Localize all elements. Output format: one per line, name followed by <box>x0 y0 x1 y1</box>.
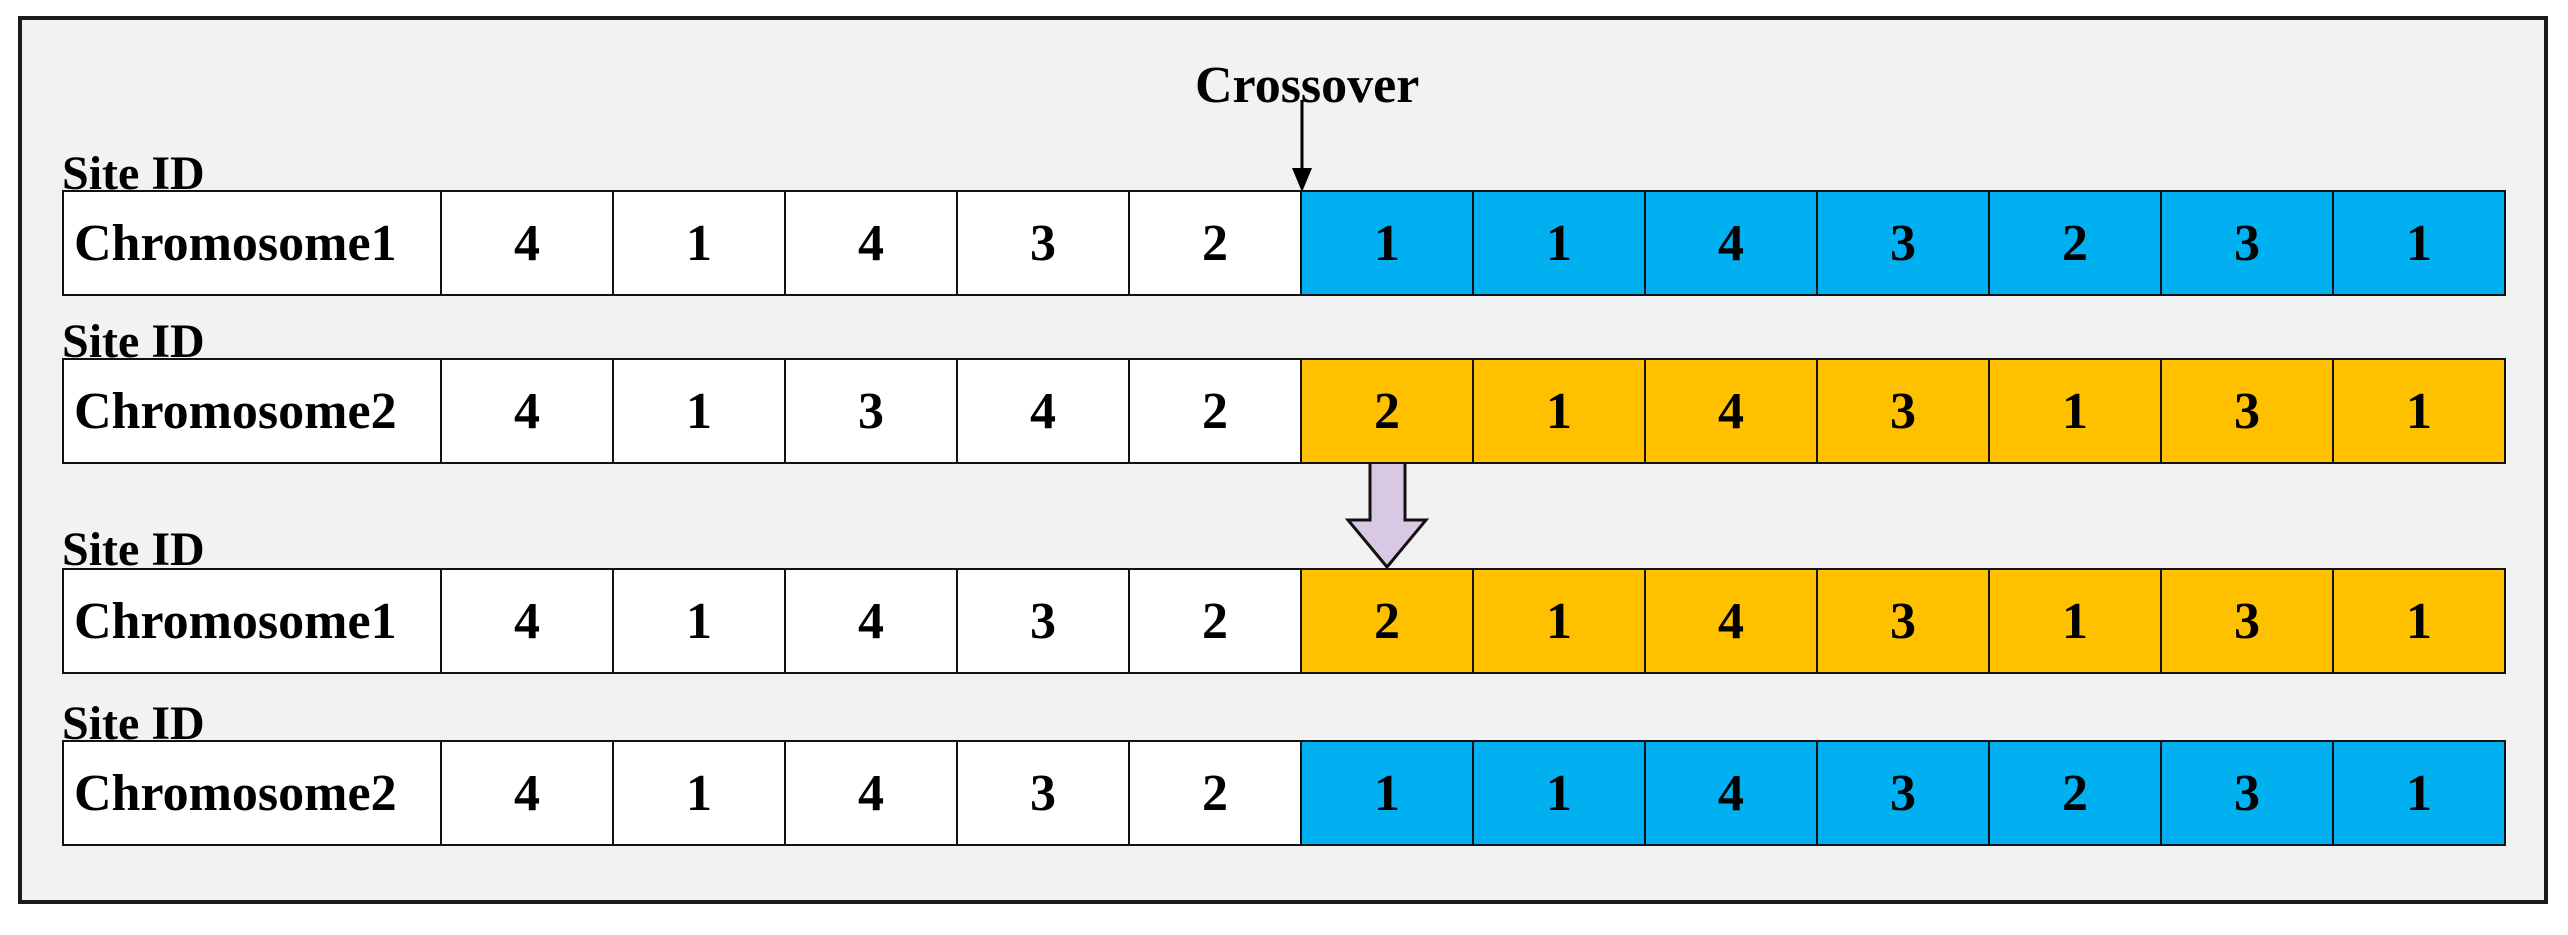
crossover-label: Crossover <box>1195 57 1420 114</box>
crossover-gene-cell: 3 <box>2160 740 2334 846</box>
crossover-gene-cell: 2 <box>1300 568 1474 674</box>
crossover-gene-cell: 1 <box>1472 740 1646 846</box>
site-id-label: Site ID <box>62 315 205 368</box>
crossover-gene-cell: 2 <box>1300 358 1474 464</box>
gene-cell: 4 <box>440 190 614 296</box>
crossover-gene-cell: 4 <box>1644 740 1818 846</box>
gene-cell: 2 <box>1128 190 1302 296</box>
crossover-gene-cell: 2 <box>1988 190 2162 296</box>
result-down-arrow <box>1344 460 1430 570</box>
crossover-gene-cell: 3 <box>1816 190 1990 296</box>
crossover-gene-cell: 1 <box>1472 190 1646 296</box>
crossover-gene-cell: 1 <box>2332 568 2506 674</box>
chromosome-name-cell: Chromosome2 <box>62 358 442 464</box>
gene-cell: 4 <box>440 568 614 674</box>
gene-cell: 1 <box>612 740 786 846</box>
crossover-gene-cell: 1 <box>1988 568 2162 674</box>
crossover-gene-cell: 1 <box>1472 358 1646 464</box>
crossover-gene-cell: 1 <box>1300 740 1474 846</box>
chromosome-name-cell: Chromosome1 <box>62 190 442 296</box>
site-id-label: Site ID <box>62 697 205 750</box>
chromosome-name-cell: Chromosome2 <box>62 740 442 846</box>
crossover-gene-cell: 3 <box>2160 358 2334 464</box>
crossover-gene-cell: 2 <box>1988 740 2162 846</box>
gene-cell: 4 <box>440 740 614 846</box>
gene-cell: 1 <box>612 358 786 464</box>
crossover-gene-cell: 4 <box>1644 358 1818 464</box>
gene-cell: 2 <box>1128 358 1302 464</box>
crossover-gene-cell: 1 <box>1300 190 1474 296</box>
chromosome-name-cell: Chromosome1 <box>62 568 442 674</box>
crossover-gene-cell: 3 <box>2160 190 2334 296</box>
crossover-gene-cell: 4 <box>1644 190 1818 296</box>
gene-cell: 1 <box>612 190 786 296</box>
gene-cell: 2 <box>1128 568 1302 674</box>
gene-cell: 3 <box>956 740 1130 846</box>
crossover-gene-cell: 1 <box>2332 358 2506 464</box>
crossover-gene-cell: 3 <box>1816 568 1990 674</box>
gene-cell: 3 <box>784 358 958 464</box>
crossover-gene-cell: 1 <box>2332 190 2506 296</box>
crossover-gene-cell: 3 <box>1816 740 1990 846</box>
gene-cell: 4 <box>440 358 614 464</box>
gene-cell: 3 <box>956 190 1130 296</box>
gene-cell: 4 <box>784 568 958 674</box>
site-id-label: Site ID <box>62 147 205 200</box>
gene-cell: 2 <box>1128 740 1302 846</box>
crossover-gene-cell: 3 <box>1816 358 1990 464</box>
crossover-gene-cell: 1 <box>1988 358 2162 464</box>
gene-cell: 4 <box>784 190 958 296</box>
site-id-label: Site ID <box>62 523 205 576</box>
gene-cell: 4 <box>784 740 958 846</box>
gene-cell: 3 <box>956 568 1130 674</box>
crossover-gene-cell: 1 <box>2332 740 2506 846</box>
crossover-gene-cell: 4 <box>1644 568 1818 674</box>
gene-cell: 1 <box>612 568 786 674</box>
crossover-gene-cell: 1 <box>1472 568 1646 674</box>
crossover-gene-cell: 3 <box>2160 568 2334 674</box>
gene-cell: 4 <box>956 358 1130 464</box>
crossover-pointer-arrow <box>1292 100 1312 192</box>
